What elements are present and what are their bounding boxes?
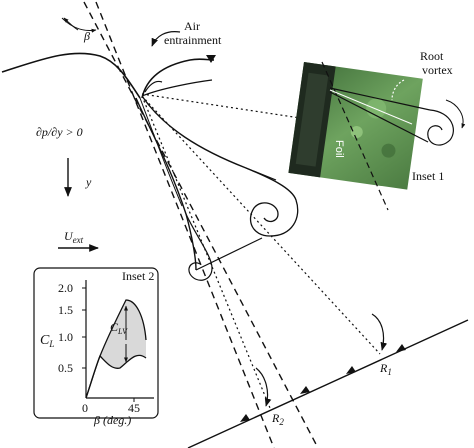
free-surface-right [141, 58, 215, 99]
vortex-spiral-main [249, 199, 299, 237]
inset1-spiral [427, 109, 454, 146]
inset1-vortex-lower [329, 91, 429, 143]
vortex-tube-top [245, 167, 277, 181]
pressure-gradient-label: ∂p/∂y > 0 [36, 125, 83, 139]
inset2-ytick-label-3: 0.5 [58, 361, 73, 375]
beta-label-top: β [83, 29, 90, 43]
inset2-ylabel: CL [40, 333, 54, 349]
y-axis-label: y [85, 175, 92, 189]
dashed-line-shallow [95, 1, 275, 448]
u-ext-label: Uext [64, 229, 84, 245]
root-vortex-pointer [391, 79, 405, 101]
wall-arrow-4 [240, 414, 250, 422]
root-vortex-label-2: vortex [422, 63, 453, 77]
inset1-dashed-axis [321, 61, 389, 211]
inset2-ytick-label-2: 1.0 [58, 330, 73, 344]
inset2-xlabel: β (deg.) [93, 413, 131, 427]
free-surface-wave [144, 80, 163, 93]
inset2-box: Inset 2 2.0 1.5 1.0 0.5 0 45 CL CLV β (d… [33, 267, 159, 427]
inset2-ytick-label-1: 1.5 [58, 303, 73, 317]
vortex-sheet-outer [135, 97, 197, 271]
inset2-xtick-label-1: 45 [128, 401, 140, 415]
root-vortex-label-1: Root [420, 49, 444, 63]
inset2-xtick-label-0: 0 [82, 401, 88, 415]
water-level-marker [206, 55, 216, 63]
air-entrainment-label-1: Air [184, 19, 200, 33]
inset1-rotation-arrow [445, 99, 466, 129]
free-surface-left [1, 52, 141, 99]
wall-line [187, 319, 469, 448]
inset1-vortex-upper [329, 87, 431, 111]
inset2-curve-lower [85, 354, 147, 399]
r2-label: R2 [271, 411, 284, 427]
wall-arrow-2 [346, 366, 356, 374]
dotted-path-r1 [141, 95, 381, 355]
inset2-clv-fill [100, 300, 146, 369]
wall-arrow-1 [300, 386, 310, 394]
beta-arc [61, 17, 97, 33]
vortex-sheet-middle [139, 97, 183, 207]
r2-arc [255, 367, 272, 407]
vortex-sheet-inner [141, 95, 297, 201]
inset2-clv-label: CLV [110, 320, 128, 336]
inset1-label: Inset 1 [412, 169, 444, 183]
foil-label: Foil [333, 140, 345, 158]
vortex-spiral-lower [185, 213, 213, 281]
dotted-path-foil [141, 93, 301, 119]
inset1-vortex-mid [329, 89, 413, 125]
vortex-sheet-top [141, 79, 213, 97]
air-entrainment-label-2: entrainment [164, 33, 222, 47]
dotted-path-r2 [141, 95, 271, 409]
beta-arc-left [63, 17, 79, 31]
inset2-ytick-label-0: 2.0 [58, 281, 73, 295]
r1-label: R1 [379, 361, 392, 377]
r1-arc [371, 313, 388, 351]
vortex-tube-bottom [195, 237, 263, 271]
inset2-title: Inset 2 [122, 269, 154, 283]
wall-arrow-3 [396, 344, 406, 352]
air-entrainment-arrow [151, 31, 181, 47]
